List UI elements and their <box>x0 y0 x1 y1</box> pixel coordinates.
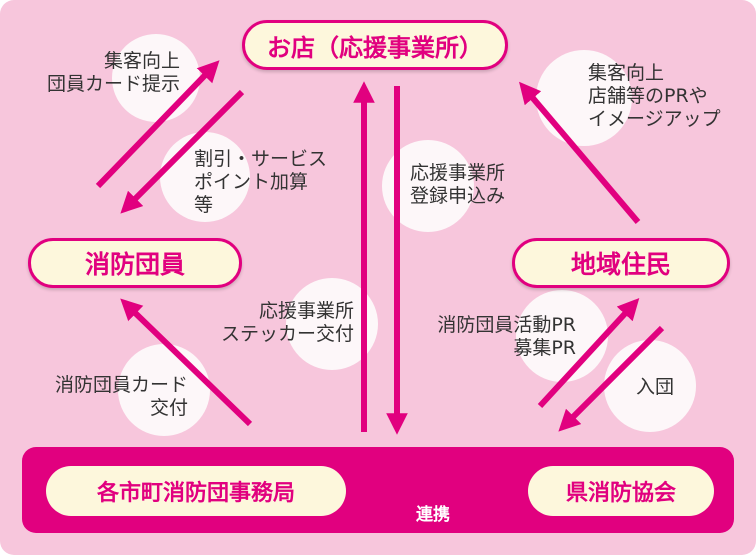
edge-label-recruit-pr: 消防団員活動PR 募集PR <box>437 314 576 359</box>
bubble-join <box>604 340 696 432</box>
bubble-customer-attraction <box>112 34 200 122</box>
edge-label-cooperation: 連携 <box>416 505 450 525</box>
arrow-shop-to-firefighter <box>120 89 245 214</box>
bubble-discount-service <box>160 132 250 222</box>
edge-label-sticker: 応援事業所 ステッカー交付 <box>220 300 354 345</box>
node-municipal-office: 各市町消防団事務局 <box>46 466 346 516</box>
bubble-shop-pr <box>536 50 632 146</box>
edge-label-customer-attraction: 集客向上 団員カード提示 <box>46 50 180 95</box>
bubble-recruit-pr <box>516 290 608 382</box>
edge-label-card-issue: 消防団員カード 交付 <box>54 374 188 419</box>
edge-label-join: 入団 <box>636 376 675 398</box>
arrow-firefighter-to-shop <box>95 60 220 189</box>
edge-label-registration: 応援事業所 登録申込み <box>410 162 506 207</box>
arrow-office-to-resident <box>537 298 640 409</box>
arrow-resident-to-office <box>558 325 665 432</box>
node-resident: 地域住民 <box>512 238 730 288</box>
arrow-office-to-firefighter <box>120 298 253 427</box>
edge-label-discount-service: 割引・サービス ポイント加算 等 <box>194 148 328 216</box>
node-shop: お店（応援事業所） <box>242 20 508 70</box>
node-prefectural-association: 県消防協会 <box>528 466 714 516</box>
edge-label-shop-pr: 集客向上 店舗等のPRや イメージアップ <box>588 62 721 130</box>
node-firefighter: 消防団員 <box>28 238 242 288</box>
arrow-resident-to-shop <box>519 81 641 224</box>
bubble-card-issue <box>118 344 210 436</box>
